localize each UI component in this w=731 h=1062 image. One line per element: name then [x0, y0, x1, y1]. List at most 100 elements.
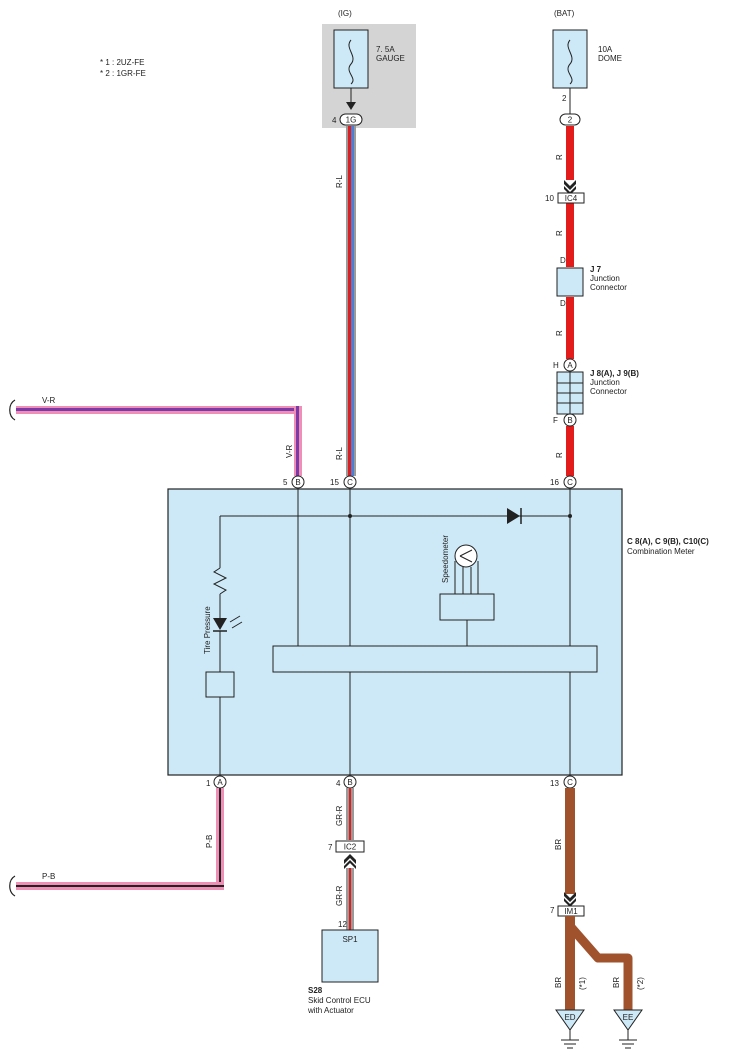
meter-pin-16: 16 — [550, 478, 559, 487]
bat-pin-top: 2 — [562, 94, 567, 103]
meter-conn-1-label: A — [217, 778, 223, 787]
meter-conn-13-label: C — [567, 778, 573, 787]
resistor-icon — [212, 567, 228, 595]
meter-desc: Combination Meter — [627, 547, 695, 556]
meter-conn-16-label: C — [567, 478, 573, 487]
ic4-pin: 10 — [545, 194, 554, 203]
speedometer-label: Speedometer — [441, 535, 450, 583]
ig-connector-label: 1G — [346, 116, 357, 125]
im1-pin: 7 — [550, 906, 555, 915]
gr-r-stripe-2 — [349, 868, 351, 930]
pb-wire-break-icon — [9, 875, 16, 897]
ground-note-ee: (*2) — [636, 977, 645, 990]
meter-pin-4: 4 — [336, 779, 341, 788]
led-ray-2 — [231, 621, 243, 629]
ig-pin: 4 — [332, 116, 337, 125]
ic2-pin: 7 — [328, 843, 333, 852]
ig-fuse-housing — [333, 29, 369, 89]
bat-fuse-block: (BAT) 10A DOME 2 2 — [552, 9, 622, 126]
ig-wire-label-top: R-L — [335, 175, 344, 188]
vr-wire-break-icon — [9, 399, 16, 421]
speedometer-needle — [459, 549, 473, 557]
skid-ecu-line: GR-R 7 IC2 GR-R 12 SP1 S28 Skid Control … — [307, 788, 379, 1015]
ig-connector — [339, 113, 363, 126]
bat-fuse-housing — [552, 29, 588, 89]
ground-note-ed: (*1) — [578, 977, 587, 990]
ig-fuse-rating: 7. 5A — [376, 45, 395, 54]
bat-wire-seg-2 — [566, 203, 574, 267]
skid-ecu-name: S28 — [308, 986, 323, 995]
meter-node-2 — [568, 514, 572, 518]
ground-wire-label-ee: BR — [612, 977, 621, 988]
bat-wire-red: R 10 IC4 R — [545, 126, 585, 476]
vr-wire-v-stripe — [296, 406, 299, 476]
meter-pin-15: 15 — [330, 478, 339, 487]
j8-desc-2: Connector — [590, 387, 627, 396]
bat-wire-seg-1 — [566, 126, 574, 180]
diode-icon — [507, 508, 520, 524]
ground-ee-label: EE — [623, 1013, 634, 1022]
pb-wire-label-left: P-B — [42, 872, 55, 881]
skid-ecu-desc-2: with Actuator — [307, 1006, 354, 1015]
skid-wire-label-1: GR-R — [335, 805, 344, 826]
tire-module-box — [205, 671, 235, 698]
ic2-connector — [335, 840, 365, 853]
bat-header: (BAT) — [554, 9, 575, 18]
br-wire-1 — [565, 788, 575, 894]
bat-wire-seg-4 — [566, 426, 574, 476]
j8-j9-junction: H A F B J 8(A), J 9(B) Junction Connecto… — [553, 358, 639, 458]
speedometer-gauge-icon — [454, 544, 478, 568]
led-ray-1 — [229, 615, 241, 623]
j8-desc-1: Junction — [590, 378, 620, 387]
bat-wire-label-2: R — [555, 230, 564, 236]
skid-ecu-connector: SP1 — [342, 935, 358, 944]
ground-wire-label-1: BR — [554, 839, 563, 850]
j7-pin-bottom: D — [560, 299, 566, 308]
j8-name: J 8(A), J 9(B) — [590, 369, 639, 378]
ig-fuse-icon — [348, 39, 354, 85]
bat-connector-label: 2 — [568, 116, 573, 125]
ic4-connector — [557, 192, 585, 204]
meter-ic-bus — [272, 645, 598, 673]
br-wire-ee — [566, 923, 633, 1010]
meter-box — [167, 488, 623, 776]
bat-fuse-icon — [567, 39, 573, 85]
ic2-chevron-2-icon — [344, 860, 356, 869]
j7-junction: D D J 7 Junction Connector R — [555, 256, 627, 336]
j8-conn-top-label: A — [567, 361, 573, 370]
ground-line: BR 7 IM1 BR (*1) BR (*2) ED EE — [550, 788, 645, 1049]
im1-chevron-1-icon — [564, 892, 576, 902]
ig-wire-blue — [351, 126, 354, 476]
im1-chevron-2-icon — [564, 898, 576, 907]
speedometer-needle-2 — [459, 555, 473, 563]
j8-pin-top: H — [553, 361, 559, 370]
pb-wire-v-stripe — [219, 788, 221, 890]
vr-wire-h-stripe — [16, 408, 300, 411]
ground-ed-icon — [555, 1009, 585, 1031]
br-wire-ed — [565, 916, 575, 1010]
skid-wire-label-2: GR-R — [335, 885, 344, 906]
bat-wire-label-4: R — [555, 452, 564, 458]
j8-conn-bottom — [563, 413, 577, 427]
bat-fuse-name: DOME — [598, 54, 622, 63]
meter-conn-15-label: C — [347, 478, 353, 487]
ig-fuse-block: (IG) 7. 5A GAUGE 4 1G — [322, 9, 416, 128]
ig-wire-label-bottom: R-L — [335, 447, 344, 460]
meter-conn-5-label: B — [295, 478, 300, 487]
meter-conn-4-label: B — [347, 778, 352, 787]
pb-wire-h-stripe — [16, 885, 224, 887]
meter-pin-1: 1 — [206, 779, 211, 788]
vr-wire-label-left: V-R — [42, 396, 56, 405]
meter-name: C 8(A), C 9(B), C10(C) — [627, 537, 709, 546]
ig-wire-rl: R-L R-L — [335, 126, 356, 476]
bat-wire-label-1: R — [555, 154, 564, 160]
j7-desc-1: Junction — [590, 274, 620, 283]
pb-wire: P-B P-B — [9, 788, 224, 897]
j8-conn-top — [563, 358, 577, 372]
j7-box — [556, 267, 584, 297]
skid-ecu-desc-1: Skid Control ECU — [308, 996, 371, 1005]
note-2: * 2 : 1GR-FE — [100, 69, 146, 78]
bat-connector — [559, 113, 581, 126]
speedometer-driver-box — [439, 593, 495, 621]
j7-pin-top: D — [560, 256, 566, 265]
